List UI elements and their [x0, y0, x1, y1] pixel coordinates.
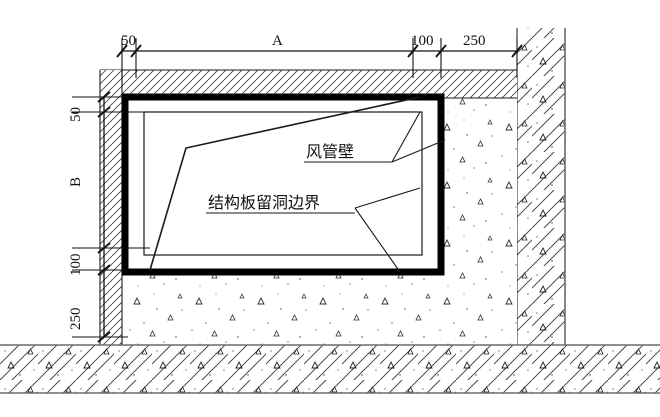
annotation-duct-wall-group: 风管壁: [304, 142, 392, 163]
dim-h-100: 100: [411, 33, 434, 49]
dim-h-A: A: [272, 33, 283, 49]
annotation-slab-opening-boundary: 结构板留洞边界: [208, 193, 320, 212]
dim-v-B: B: [68, 177, 84, 187]
dim-v-250: 250: [68, 308, 84, 331]
leader-lines-thin: [354, 111, 446, 273]
dim-v-50: 50: [68, 107, 84, 122]
annotation-duct-wall: 风管壁: [306, 142, 354, 161]
left-dimension-chain: [72, 91, 150, 343]
dim-v-100: 100: [68, 254, 84, 277]
bottom-slab-concrete-band: [0, 344, 660, 394]
dim-h-250: 250: [463, 33, 486, 49]
annotation-slab-opening-group: 结构板留洞边界: [206, 193, 355, 214]
leader-lines: [149, 96, 421, 271]
right-wall-concrete-region: [516, 28, 566, 345]
top-slab-hatch-strip: [100, 69, 517, 99]
top-dimension-chain: [116, 38, 523, 78]
dim-h-50: 50: [121, 33, 136, 49]
slab-opening-boundary-rect: [143, 111, 423, 256]
left-wall-hatch-strip: [99, 70, 123, 345]
duct-wall-outline: [121, 93, 445, 276]
